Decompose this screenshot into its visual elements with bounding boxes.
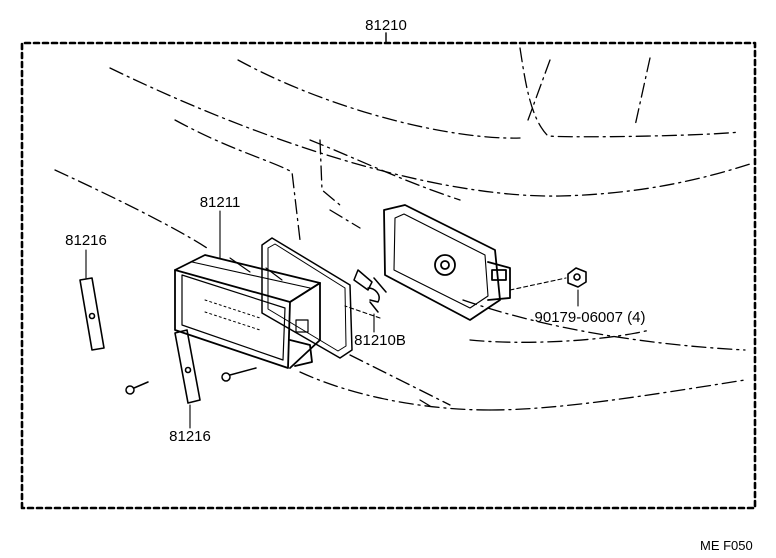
vehicle-body-outline — [54, 47, 751, 411]
bulb-icon — [353, 269, 387, 313]
fog-lamp-assembly-icon — [174, 254, 321, 369]
bracket-top-icon — [79, 277, 105, 351]
label-assembly: 81210 — [365, 17, 407, 34]
figure-code: ME F050 — [700, 538, 753, 553]
label-nut: 90179-06007 (4) — [535, 309, 646, 326]
label-bulb: 81210B — [354, 332, 406, 349]
leader-lines — [85, 210, 579, 429]
nut-icon — [567, 267, 587, 288]
gasket-icon — [261, 237, 353, 359]
rear-housing-icon — [383, 204, 511, 321]
label-bracket-bottom: 81216 — [169, 428, 211, 445]
screw-left-icon — [125, 381, 149, 395]
assembly-bracket-box — [20, 32, 757, 510]
screw-right-icon — [221, 367, 257, 382]
bracket-bottom-icon — [174, 329, 201, 404]
label-bracket-top: 81216 — [65, 232, 107, 249]
label-lens-housing: 81211 — [200, 194, 241, 211]
